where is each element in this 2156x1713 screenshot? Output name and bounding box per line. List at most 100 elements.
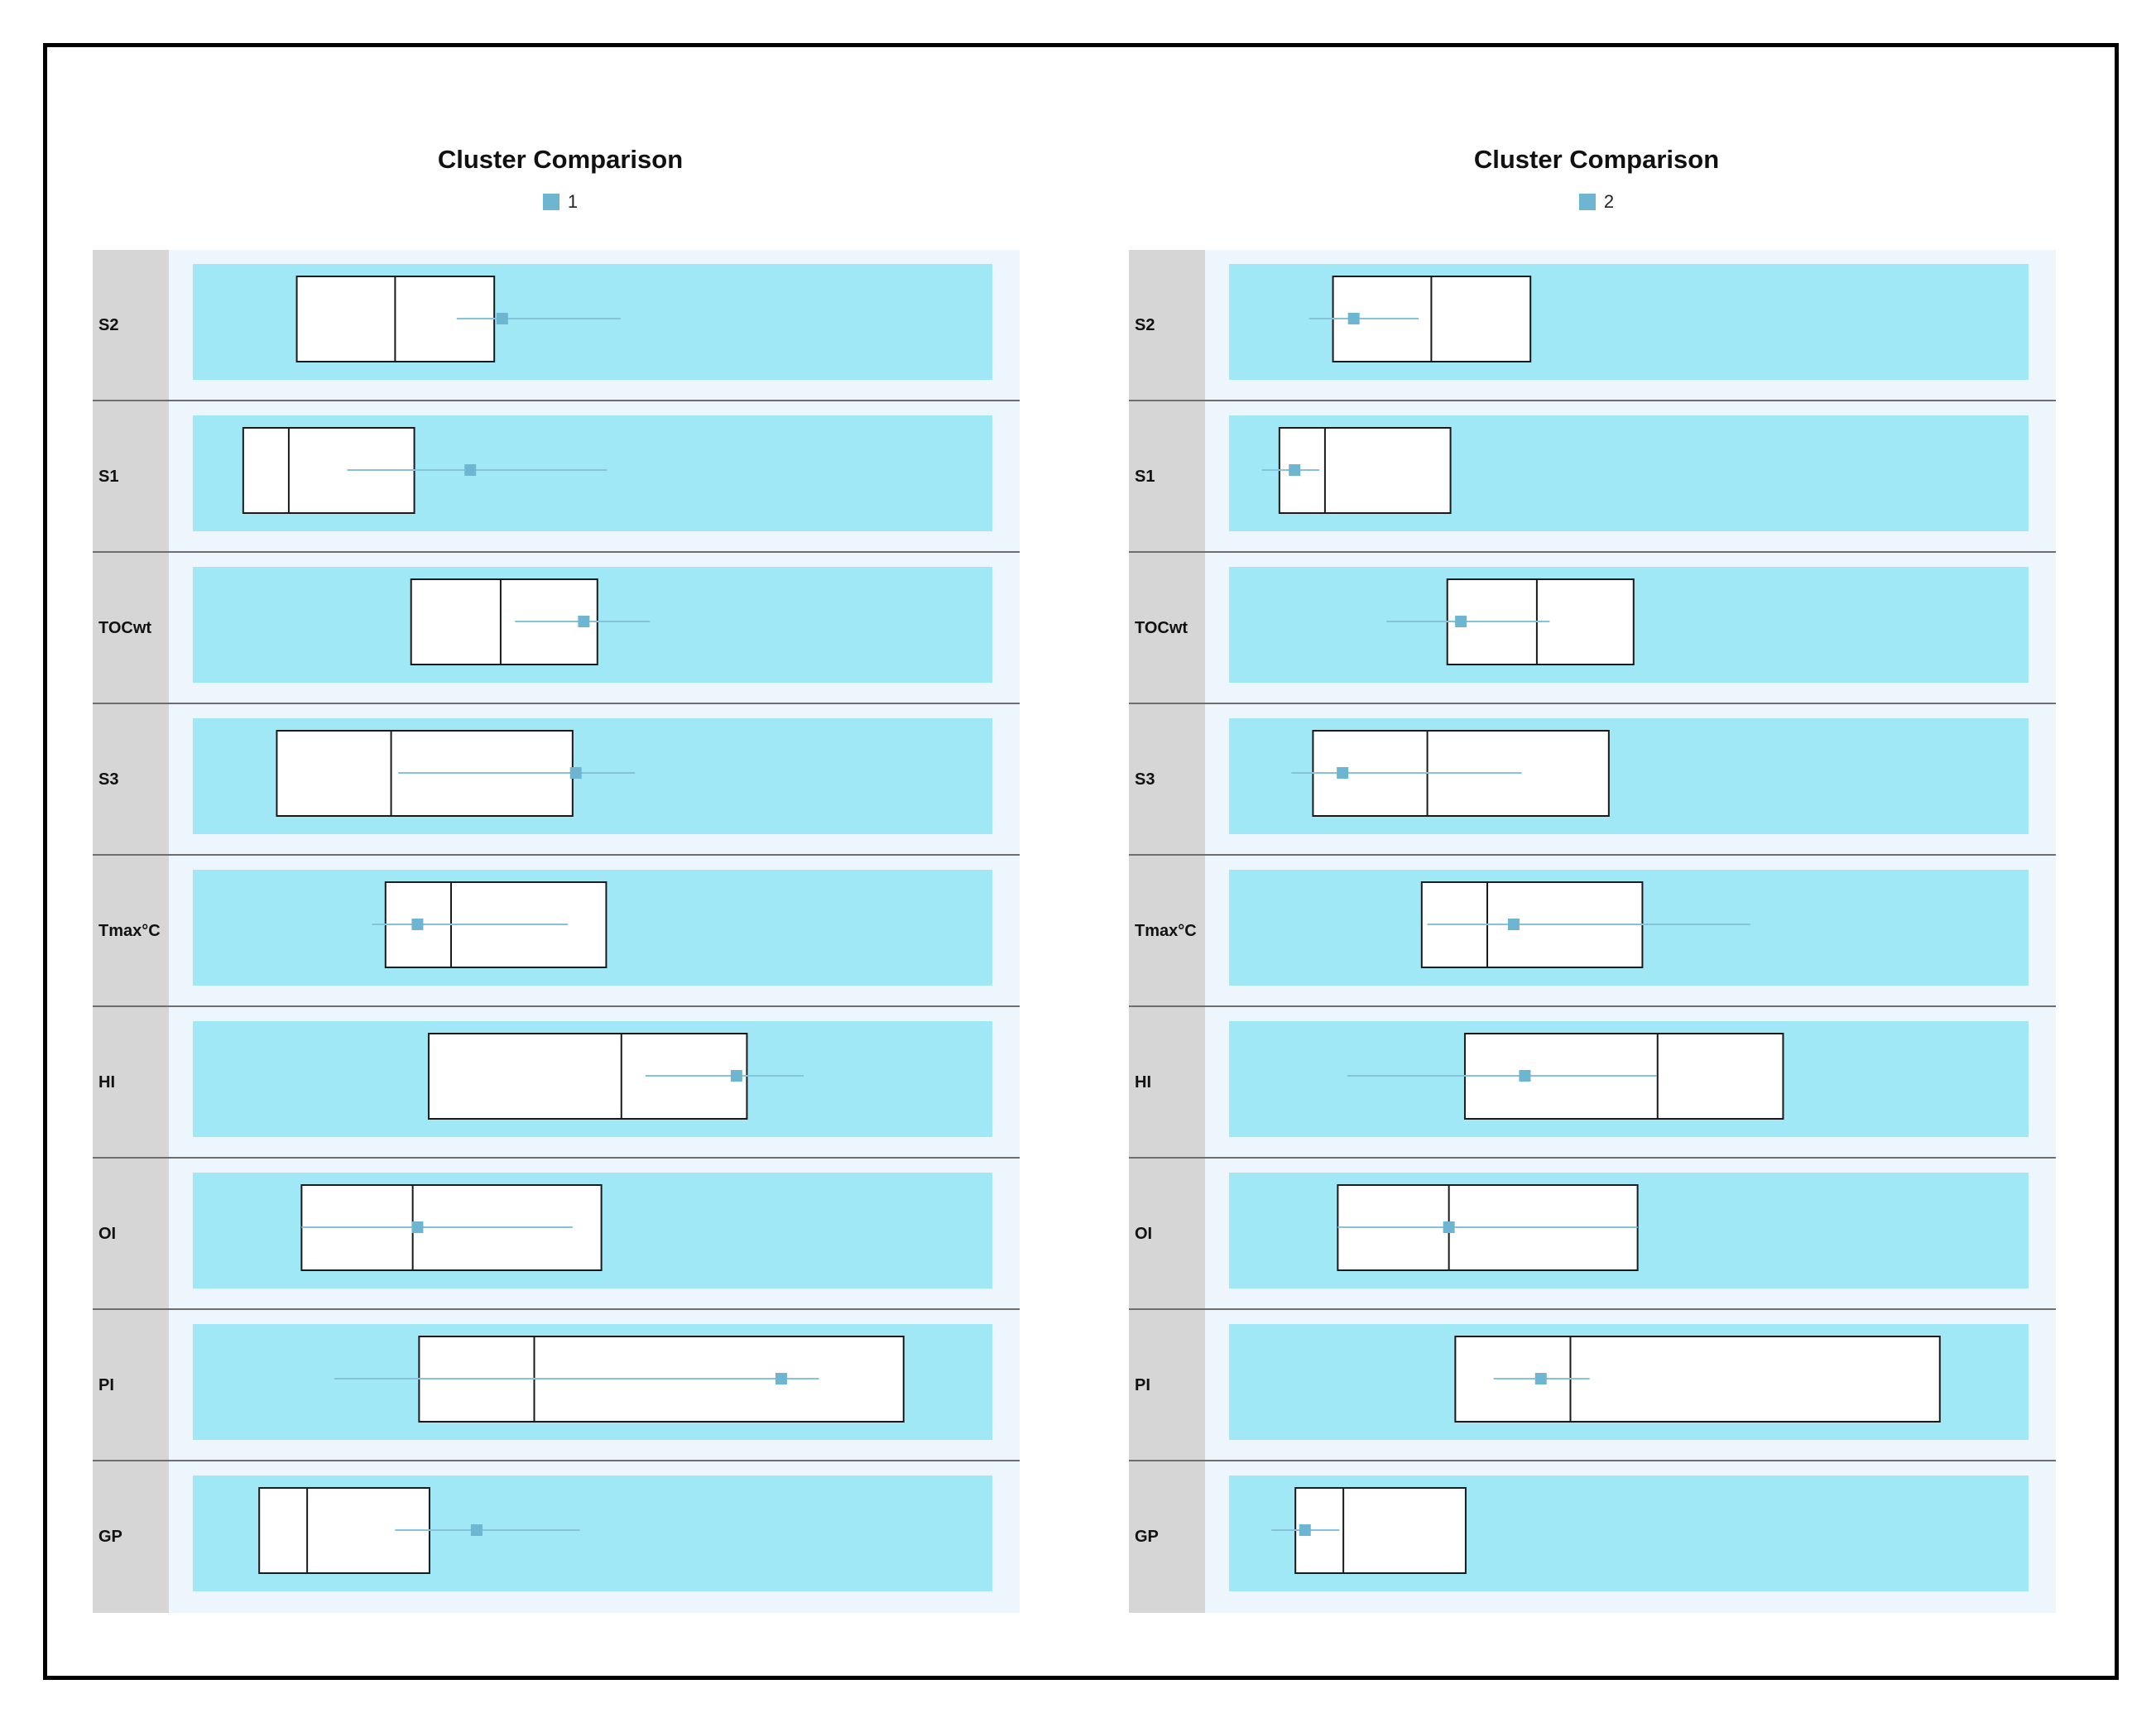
legend: 2 xyxy=(1129,190,2064,213)
boxplot-svg xyxy=(295,276,621,362)
row-label-cell: S3 xyxy=(93,704,169,856)
row-label: TOCwt xyxy=(98,619,152,637)
plot-area xyxy=(1229,1173,2029,1288)
row-label: Tmax°C xyxy=(1135,922,1197,940)
row-label-cell: Tmax°C xyxy=(1129,856,1205,1007)
mean-marker xyxy=(411,919,424,930)
boxplot-svg xyxy=(1420,881,1750,968)
legend-label: 1 xyxy=(567,191,579,213)
boxplot-row: S2 xyxy=(1129,250,2056,403)
boxplot-row: PI xyxy=(93,1310,1020,1463)
row-label-cell: OI xyxy=(1129,1159,1205,1310)
row-label: Tmax°C xyxy=(98,922,161,940)
row-label: TOCwt xyxy=(1135,619,1188,637)
row-label-cell: PI xyxy=(93,1310,169,1461)
row-label-cell: TOCwt xyxy=(1129,553,1205,704)
row-label-cell: HI xyxy=(1129,1007,1205,1159)
boxplot-svg xyxy=(410,578,651,665)
row-label: S3 xyxy=(98,770,119,789)
plot-area xyxy=(1229,1021,2029,1137)
mean-marker xyxy=(1455,616,1467,627)
boxplot-row: OI xyxy=(93,1159,1020,1312)
plot-area xyxy=(193,718,992,834)
boxplot-row: OI xyxy=(1129,1159,2056,1312)
boxplot-svg xyxy=(1454,1336,1941,1423)
boxplot-svg xyxy=(1291,730,1610,817)
boxplot-row: GP xyxy=(93,1461,1020,1613)
row-label-cell: S2 xyxy=(93,250,169,401)
boxplot-row: GP xyxy=(1129,1461,2056,1613)
legend-label: 2 xyxy=(1603,191,1615,213)
mean-marker xyxy=(775,1373,787,1384)
row-label: S1 xyxy=(1135,468,1155,486)
mean-marker xyxy=(1507,919,1520,930)
boxplot-row: Tmax°C xyxy=(93,856,1020,1009)
plot-area xyxy=(193,567,992,683)
boxplot-row: S1 xyxy=(93,401,1020,554)
boxplot-svg xyxy=(1271,1487,1467,1574)
row-label: HI xyxy=(1135,1073,1151,1092)
plot-area xyxy=(1229,415,2029,531)
boxplot-svg xyxy=(372,881,607,968)
mean-marker xyxy=(1337,767,1349,779)
row-label-cell: Tmax°C xyxy=(93,856,169,1007)
plot-area xyxy=(1229,718,2029,834)
boxplot-svg xyxy=(242,427,607,514)
boxplot-svg xyxy=(1261,427,1452,514)
panel-title: Cluster Comparison xyxy=(437,145,684,174)
row-label-cell: S1 xyxy=(1129,401,1205,553)
row-label: S3 xyxy=(1135,770,1155,789)
boxplot-row: TOCwt xyxy=(1129,553,2056,706)
mean-marker xyxy=(1299,1524,1311,1536)
mean-marker xyxy=(464,464,477,476)
boxplot-svg xyxy=(1386,578,1635,665)
boxplot-row: HI xyxy=(93,1007,1020,1160)
boxplot-svg xyxy=(276,730,636,817)
mean-marker xyxy=(1289,464,1301,476)
boxplot-row: HI xyxy=(1129,1007,2056,1160)
row-label: S2 xyxy=(1135,316,1155,334)
row-label: HI xyxy=(98,1073,115,1092)
plot-area xyxy=(193,264,992,380)
boxplot-row: Tmax°C xyxy=(1129,856,2056,1009)
boxplot-svg xyxy=(1308,276,1532,362)
row-label: S2 xyxy=(98,316,119,334)
mean-marker xyxy=(730,1070,742,1082)
mean-marker xyxy=(569,767,582,779)
row-label: PI xyxy=(98,1376,114,1394)
row-label: S1 xyxy=(98,468,119,486)
plot-area xyxy=(193,1475,992,1591)
panel-title: Cluster Comparison xyxy=(1473,145,1720,174)
boxplot-svg xyxy=(334,1336,905,1423)
plot-area xyxy=(193,1173,992,1288)
row-label-cell: GP xyxy=(1129,1461,1205,1613)
mean-marker xyxy=(496,313,508,324)
plot-area xyxy=(1229,1324,2029,1440)
row-label: OI xyxy=(98,1225,117,1243)
boxplot-svg xyxy=(427,1033,804,1120)
row-label-cell: TOCwt xyxy=(93,553,169,704)
row-label-cell: S3 xyxy=(1129,704,1205,856)
boxplot-row: S2 xyxy=(93,250,1020,403)
mean-marker xyxy=(1519,1070,1531,1082)
row-label: GP xyxy=(98,1528,122,1546)
row-label-cell: HI xyxy=(93,1007,169,1159)
boxplot-row: TOCwt xyxy=(93,553,1020,706)
plot-area xyxy=(1229,1475,2029,1591)
boxplot-row: S3 xyxy=(93,704,1020,857)
mean-marker xyxy=(1347,313,1360,324)
plot-area xyxy=(193,415,992,531)
boxplot-svg xyxy=(258,1487,580,1574)
boxplot-svg xyxy=(300,1184,603,1271)
boxplot-row: S1 xyxy=(1129,401,2056,554)
legend-swatch xyxy=(1578,194,1596,211)
row-label: PI xyxy=(1135,1376,1150,1394)
legend-swatch xyxy=(542,194,559,211)
boxplot-svg xyxy=(1337,1184,1639,1271)
boxplot-row: S3 xyxy=(1129,704,2056,857)
plot-area xyxy=(1229,567,2029,683)
boxplot-svg xyxy=(1347,1033,1784,1120)
